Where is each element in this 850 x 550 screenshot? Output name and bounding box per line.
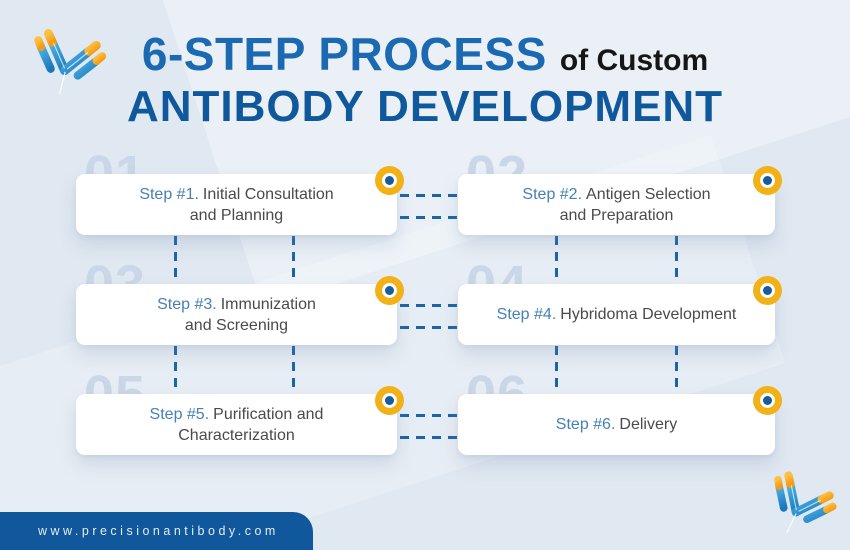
step-text-line2: and Preparation (559, 206, 674, 224)
dashed-connector (675, 236, 678, 283)
title-suffix: of Custom (559, 44, 709, 77)
dashed-connector (292, 346, 295, 393)
dashed-connector (400, 414, 458, 417)
step-card-text: Step #4.Hybridoma Development (497, 304, 737, 325)
step-card-text: Step #1.Initial Consultation and Plannin… (139, 184, 333, 226)
step-label: Step #2. (522, 185, 583, 203)
dashed-connector (555, 236, 558, 283)
dashed-connector (675, 346, 678, 393)
step-card-text: Step #3.Immunization and Screening (157, 294, 316, 336)
step-text: Initial Consultation (202, 185, 334, 203)
dashed-connector (400, 216, 458, 219)
dashed-connector (292, 236, 295, 283)
page-title: 6-STEP PROCESS of Custom ANTIBODY DEVELO… (0, 27, 850, 132)
step-label: Step #6. (555, 416, 616, 433)
step-card-text: Step #5.Purification and Characterizatio… (150, 404, 324, 446)
dashed-connector (400, 326, 458, 329)
step-card-text: Step #2.Antigen Selection and Preparatio… (522, 184, 710, 226)
step-text: Hybridoma Development (560, 306, 737, 323)
dashed-connector (400, 304, 458, 307)
step-card-2: Step #2.Antigen Selection and Preparatio… (458, 166, 782, 235)
marker-dot-icon (375, 276, 404, 305)
step-text: Immunization (220, 295, 316, 313)
step-card-6: Step #6.Delivery (458, 386, 782, 455)
footer-bar: www.precisionantibody.com (0, 512, 313, 550)
antibody-icon (774, 471, 837, 539)
marker-dot-icon (753, 276, 782, 305)
marker-dot-icon (375, 386, 404, 415)
step-label: Step #3. (157, 295, 217, 313)
step-text-line2: and Planning (189, 206, 284, 224)
dashed-connector (174, 236, 177, 283)
step-card-1: Step #1.Initial Consultation and Plannin… (76, 166, 404, 235)
dashed-connector (400, 194, 458, 197)
step-text: Delivery (619, 416, 678, 433)
dashed-connector (174, 346, 177, 393)
step-card-text: Step #6.Delivery (556, 414, 677, 435)
marker-dot-icon (375, 166, 404, 195)
step-text: Purification and (213, 405, 324, 423)
step-card-3: Step #3.Immunization and Screening (76, 276, 404, 345)
step-label: Step #4. (496, 306, 557, 323)
dashed-connector (555, 346, 558, 393)
step-card-4: Step #4.Hybridoma Development (458, 276, 782, 345)
title-main: 6-STEP PROCESS (141, 28, 547, 80)
marker-dot-icon (753, 166, 782, 195)
step-text-line2: Characterization (178, 426, 295, 444)
marker-dot-icon (753, 386, 782, 415)
step-label: Step #5. (149, 405, 210, 423)
step-text: Antigen Selection (586, 185, 711, 203)
step-label: Step #1. (139, 185, 199, 203)
dashed-connector (400, 436, 458, 439)
title-line2: ANTIBODY DEVELOPMENT (126, 82, 724, 131)
antibody-icon (34, 29, 107, 101)
website-url: www.precisionantibody.com (38, 524, 279, 538)
step-card-5: Step #5.Purification and Characterizatio… (76, 386, 404, 455)
step-text-line2: and Screening (184, 316, 289, 334)
